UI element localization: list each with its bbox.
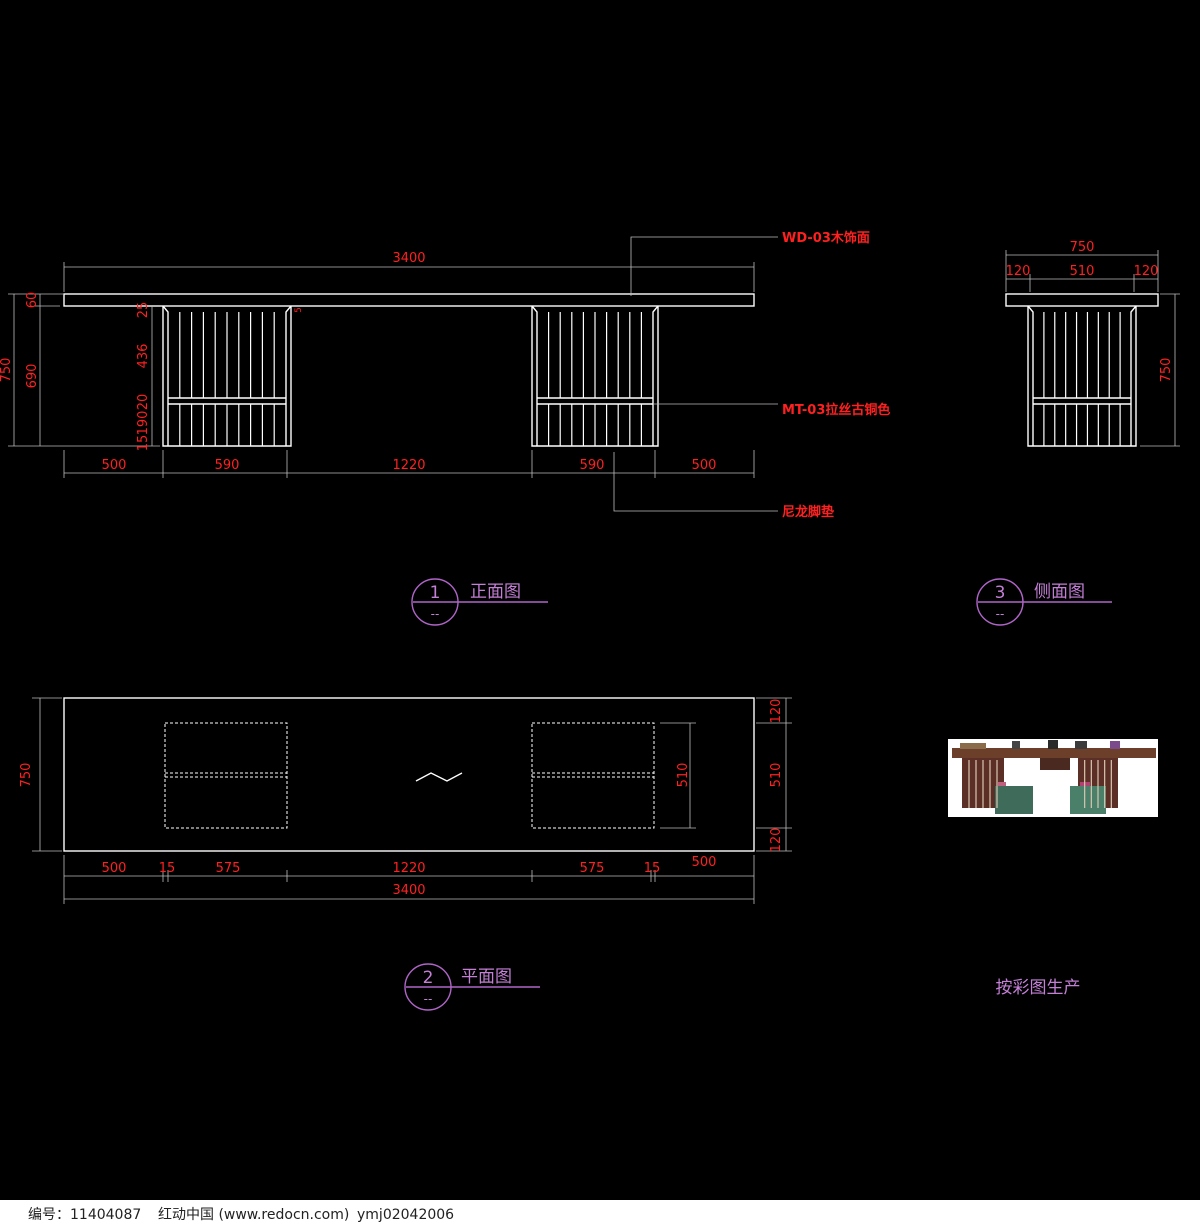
leg-dim-3: 20: [136, 394, 151, 411]
callout-foot-pad: 尼龙脚垫: [782, 504, 834, 520]
footer-id: 编号：11404087: [28, 1207, 142, 1223]
footer-site[interactable]: 红动中国 (www.redocn.com): [158, 1207, 350, 1223]
plan-right-dim-1: 120: [769, 699, 784, 724]
plan-right-dim-2: 510: [769, 763, 784, 788]
plan-view: 750 510 120 510 120 500 15 575 1220 575 …: [19, 697, 792, 1011]
side-dim-3: 120: [1134, 264, 1159, 279]
side-dim-1: 120: [1006, 264, 1031, 279]
footer-user: ymj02042006: [357, 1207, 455, 1223]
front-view-label: 正面图: [470, 582, 521, 602]
leg-dim-1: 25: [136, 302, 151, 319]
front-view-sub: --: [431, 607, 440, 621]
leg-dim-4: 190: [136, 411, 151, 436]
plan-dim-6: 15: [644, 861, 661, 876]
plan-break-symbol: [415, 772, 463, 782]
plan-total: 3400: [392, 883, 425, 898]
plan-left-leg: [164, 722, 288, 829]
plan-view-sub: --: [424, 992, 433, 1006]
plan-right-dim-3: 120: [769, 828, 784, 853]
front-height-overall: 750: [0, 358, 14, 383]
front-view-number: 1: [430, 583, 441, 603]
side-view-label: 侧面图: [1034, 582, 1085, 602]
front-dim-1: 500: [102, 458, 127, 473]
plan-dim-4: 1220: [392, 861, 425, 876]
cad-drawing-canvas: 3400 500 590 1220 590 500 750 690 60 25 …: [0, 230, 1180, 1011]
front-view: 3400 500 590 1220 590 500 750 690 60 25 …: [0, 230, 890, 626]
front-height-top: 60: [25, 292, 40, 309]
plan-view-label: 平面图: [461, 967, 512, 987]
plan-view-title: 2 -- 平面图: [404, 963, 540, 1011]
front-height-body: 690: [25, 364, 40, 389]
plan-dim-7: 500: [692, 855, 717, 870]
front-dim-2: 590: [215, 458, 240, 473]
side-height: 750: [1159, 358, 1174, 383]
side-view-sub: --: [996, 607, 1005, 621]
side-width: 750: [1070, 240, 1095, 255]
front-right-leg: [531, 305, 659, 447]
front-dim-4: 590: [580, 458, 605, 473]
footer-bar: 编号：11404087 红动中国 (www.redocn.com) ymj020…: [0, 1200, 1200, 1230]
front-dim-5: 500: [692, 458, 717, 473]
front-view-title: 1 -- 正面图: [411, 578, 548, 626]
reference-note: 按彩图生产: [996, 978, 1081, 998]
leg-dim-2: 436: [136, 344, 151, 369]
plan-depth: 750: [19, 763, 34, 788]
callout-top-finish: WD-03木饰面: [782, 230, 870, 246]
side-dim-2: 510: [1070, 264, 1095, 279]
plan-tabletop: [63, 697, 755, 852]
side-view-title: 3 -- 侧面图: [976, 578, 1112, 626]
leg-dim-5: 15: [136, 435, 151, 452]
reference-render-image: [948, 739, 1158, 817]
plan-inner-dim: 510: [676, 763, 691, 788]
front-tabletop: [63, 293, 755, 307]
front-dim-3: 1220: [392, 458, 425, 473]
front-tiny-dim: 5: [294, 307, 304, 313]
side-tabletop: [1005, 293, 1159, 307]
plan-dim-2: 15: [159, 861, 176, 876]
side-view-number: 3: [995, 583, 1006, 603]
front-left-leg: [162, 305, 292, 447]
front-total-width: 3400: [392, 251, 425, 266]
plan-right-leg: [531, 722, 655, 829]
plan-dim-5: 575: [580, 861, 605, 876]
plan-dim-1: 500: [102, 861, 127, 876]
plan-view-number: 2: [423, 968, 434, 988]
plan-dim-3: 575: [216, 861, 241, 876]
side-view: 750 120 510 120 750 3 -- 侧面图: [976, 240, 1180, 626]
callout-metal-finish: MT-03拉丝古铜色: [782, 402, 890, 418]
